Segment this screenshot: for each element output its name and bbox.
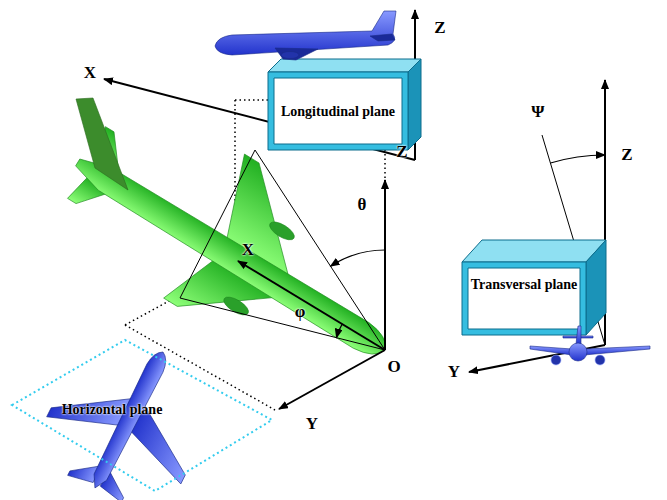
box-side-face: [408, 59, 421, 150]
plane-label-box: Longitudinal plane: [268, 72, 408, 150]
box-front-frame: [268, 72, 408, 150]
angle-lines: [180, 150, 385, 350]
projection-line: [180, 150, 255, 298]
psi-arc: [551, 155, 606, 163]
box-opening: [468, 268, 580, 329]
phi-arc: [337, 324, 343, 338]
plane-label-box: Horizontal plane: [10, 338, 274, 494]
engine: [595, 355, 605, 365]
axis-label: X: [242, 241, 254, 260]
wing: [275, 48, 318, 60]
engine: [267, 218, 297, 243]
box-side-face: [586, 240, 606, 335]
plane-label-box: Transversal plane: [462, 262, 586, 335]
box-top-face: [462, 240, 606, 262]
fuselage: [215, 11, 396, 55]
axis-label: θ: [358, 196, 367, 215]
projection-line: [180, 298, 385, 350]
wing: [530, 346, 650, 355]
fuselage: [569, 343, 587, 361]
axis-label: Y: [448, 363, 460, 382]
axis-label: X: [84, 64, 96, 83]
dotted-outline: [12, 340, 272, 491]
axis-label: Z: [396, 143, 407, 162]
plane-name: Transversal plane: [471, 277, 578, 292]
box-front-frame: [462, 262, 586, 335]
side-view-aircraft: [215, 11, 396, 60]
box-opening: [274, 78, 402, 144]
x-axis: [238, 261, 385, 350]
tail-fin: [576, 326, 581, 344]
axis-label: Ψ: [531, 103, 544, 122]
z-axis: [384, 180, 386, 350]
axis-label: Z: [434, 19, 445, 38]
axis-label: Y: [306, 415, 318, 434]
y-axis: [279, 350, 385, 409]
top-view-aircraft: [27, 318, 230, 500]
front-view-aircraft: [530, 326, 650, 365]
fuselage: [87, 348, 171, 492]
stabilizer: [370, 34, 395, 41]
box-top-face: [268, 59, 421, 72]
plane-name: Longitudinal plane: [281, 104, 395, 119]
vector-line: [255, 150, 385, 350]
axis-label: O: [387, 358, 400, 377]
axis-label: φ: [295, 303, 306, 322]
engine: [281, 52, 299, 59]
plane-name: Horizontal plane: [62, 402, 163, 417]
engine: [551, 355, 561, 365]
theta-arc: [331, 250, 386, 266]
tail-fin: [76, 98, 128, 190]
axis-label: Z: [621, 146, 632, 165]
